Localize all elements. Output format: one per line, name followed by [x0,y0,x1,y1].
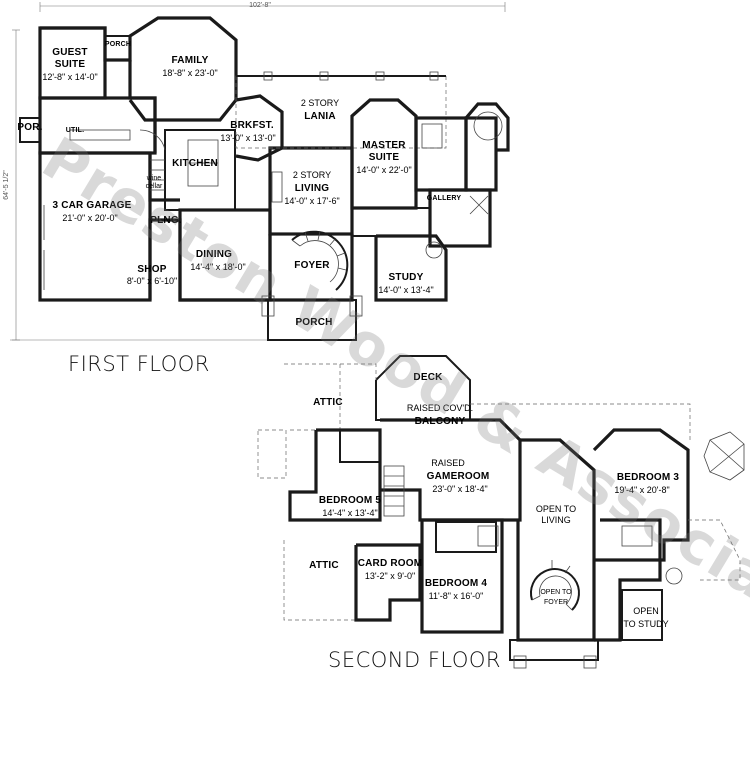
tower-walls [464,102,510,152]
bedroom4-dims: 11'-8" x 16'-0" [429,591,484,601]
balcony-label-2: BALCONY [415,416,466,427]
open-foyer-label-2: FOYER [544,599,568,606]
dining-dims: 14'-4" x 18'-0" [190,262,245,272]
living-label-1: 2 STORY [293,170,331,180]
study-dims: 14'-0" x 13'-4" [378,285,433,295]
front-porch-walls [267,299,357,341]
guest-suite-dims: 12'-8" x 14'-0" [42,72,97,82]
front-porch-label: PORCH [295,317,332,328]
overall-width-label: 102'-8" [249,2,271,9]
shop-label: SHOP [137,264,166,275]
gameroom-walls [380,418,522,522]
attic-bottom-label: ATTIC [309,560,339,571]
wine-label-1: wine [146,175,162,182]
bedroom5-walls [288,428,382,522]
open-living-label-2: LIVING [541,515,571,525]
room-labels: 102'-8" 64'-5 1/2" PORCH GUEST SUITE 12'… [3,2,679,629]
deck-label: DECK [413,372,443,383]
side-porch-walls [19,117,41,143]
bedroom5-dims: 14'-4" x 13'-4" [322,508,377,518]
card-room-label: CARD ROOM [358,558,423,569]
garage-dims: 21'-0" x 20'-0" [62,213,117,223]
plng-label: PLNG. [150,215,182,226]
wine-label-2: cellar [146,183,163,190]
kitchen-label: KITCHEN [172,158,218,169]
bedroom3-dims: 19'-4" x 20'-8" [614,485,669,495]
second-floor-plan [257,355,745,669]
shop-walls [148,218,268,302]
master-suite-label-2: SUITE [369,152,400,163]
master-bath-walls [414,116,468,192]
guest-suite-label-1: GUEST [52,47,87,58]
bedroom5-label: BEDROOM 5 [319,495,382,506]
gameroom-dims: 23'-0" x 18'-4" [432,484,487,494]
attic-top-label: ATTIC [313,397,343,408]
dining-label: DINING [196,249,232,260]
master-suite-dims: 14'-0" x 22'-0" [356,165,411,175]
open-study-label-1: OPEN [633,606,659,616]
shop-dims: 8'-0" x 6'-10" [127,276,177,286]
overall-depth-label: 64'-5 1/2" [3,170,10,200]
guest-suite-label-2: SUITE [55,59,86,70]
lania-label-1: 2 STORY [301,98,339,108]
bedroom3-walls [592,428,690,562]
card-room-walls [354,543,422,622]
utility-walls [38,96,157,155]
porch-top-label: PORCH [105,41,131,48]
gameroom-label-2: GAMEROOM [427,471,490,482]
brkfst-dims: 13'-0" x 13'-0" [220,133,275,143]
second-floor-stair [530,568,580,611]
gameroom-label-1: RAISED [431,458,465,468]
floor-plan-drawing: .w { fill:none; stroke:#1a1a1a; stroke-w… [3,2,745,669]
tower-spiral [473,111,503,141]
deck-walls [375,355,471,421]
breakfast-bay-walls [235,94,284,162]
open-living-walls [516,438,596,642]
gameroom-stairs [383,465,405,517]
open-study-walls [621,589,663,641]
second-front-porch [509,639,599,661]
bedroom4-walls [420,518,504,634]
spiral-stair [291,230,349,291]
living-dims: 14'-0" x 17'-6" [284,196,339,206]
foyer-label: FOYER [294,260,330,271]
balcony-label-1: RAISED COV'D. [407,403,473,413]
first-floor-plan [10,2,510,341]
first-floor-title: FIRST FLOOR [68,352,210,376]
family-dims: 18'-8" x 23'-0" [162,68,217,78]
second-floor-title: SECOND FLOOR [328,648,502,672]
bedroom4-label: BEDROOM 4 [425,578,488,589]
util-label: UTIL. [66,127,85,134]
family-label: FAMILY [172,55,209,66]
card-room-dims: 13'-2" x 9'-0" [365,571,415,581]
master-suite-label-1: MASTER [362,140,406,151]
open-living-label-1: OPEN TO [536,504,576,514]
gallery-label: GALLERY [427,195,462,202]
gazebo-outline [703,431,745,481]
study-label: STUDY [389,272,424,283]
open-foyer-label-1: OPEN TO [540,589,572,596]
brkfst-label: BRKFST. [230,120,274,131]
side-porch-label: POR. [17,122,42,133]
lania-label-2: LANIA [304,111,336,122]
open-study-label-2: TO STUDY [623,619,668,629]
porch-top-walls [104,35,131,61]
living-label-2: LIVING [295,183,330,194]
bedroom3-label: BEDROOM 3 [617,472,680,483]
garage-label: 3 CAR GARAGE [52,200,131,211]
